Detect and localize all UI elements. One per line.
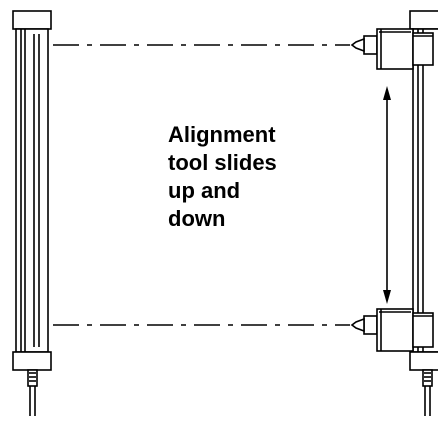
caption-line: down bbox=[168, 206, 226, 231]
right-cable bbox=[424, 386, 431, 416]
left-connector bbox=[27, 369, 38, 387]
right-sensor-column bbox=[409, 10, 438, 416]
right-column-body bbox=[412, 28, 438, 353]
left-cable bbox=[29, 386, 36, 416]
arrow-head-down bbox=[383, 290, 391, 304]
left-column-top-cap bbox=[12, 10, 52, 30]
caption-line: up and bbox=[168, 178, 241, 203]
right-column-bottom-cap bbox=[409, 351, 438, 371]
left-column-bottom-cap bbox=[12, 351, 52, 371]
right-column-top-cap bbox=[409, 10, 438, 30]
left-sensor-column bbox=[12, 10, 52, 416]
caption-line: tool slides bbox=[168, 150, 277, 175]
alignment-tool-top bbox=[350, 28, 434, 70]
arrow-head-up bbox=[383, 86, 391, 100]
alignment-tool-bottom bbox=[350, 308, 434, 352]
right-connector bbox=[422, 369, 433, 387]
diagram-caption: Alignment tool slides up and down bbox=[168, 121, 338, 233]
slide-arrow bbox=[383, 86, 391, 304]
caption-line: Alignment bbox=[168, 122, 276, 147]
